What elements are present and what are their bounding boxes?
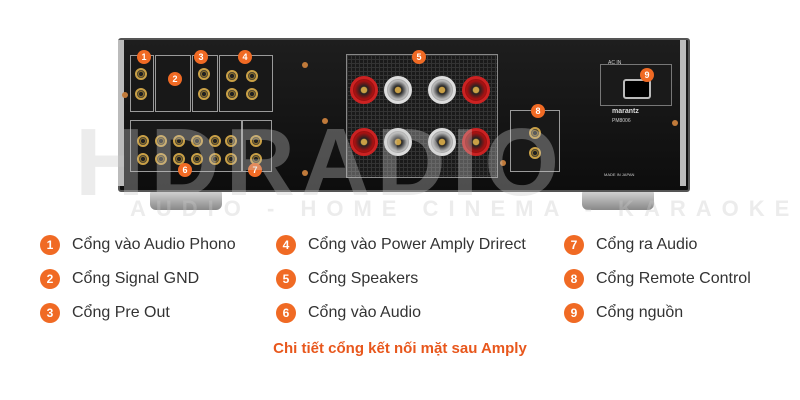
- speaker-terminal: [384, 128, 412, 156]
- brand-logo: marantz: [612, 108, 639, 115]
- left-foot: [150, 188, 222, 210]
- number-badge: 9: [564, 303, 584, 323]
- legend-item: 2 Cổng Signal GND: [40, 268, 199, 290]
- speaker-terminal-block: [346, 54, 498, 178]
- ac-in-label: AC IN: [608, 60, 622, 66]
- marker-5: 5: [412, 50, 426, 64]
- legend-text: Cổng Speakers: [308, 270, 419, 287]
- right-foot: [582, 188, 654, 210]
- legend-text: Cổng vào Power Amply Drirect: [308, 236, 526, 253]
- marker-2: 2: [168, 72, 182, 86]
- right-trim: [680, 40, 686, 186]
- left-trim: [118, 40, 124, 186]
- marker-9: 9: [640, 68, 654, 82]
- number-badge: 1: [40, 235, 60, 255]
- legend-item: 1 Cổng vào Audio Phono: [40, 234, 236, 256]
- number-badge: 4: [276, 235, 296, 255]
- watermark-tagline: AUDIO - HOME CINEMA - KARAOKE: [130, 196, 800, 221]
- number-badge: 2: [40, 269, 60, 289]
- speaker-terminal: [384, 76, 412, 104]
- caption: Chi tiết cổng kết nối mặt sau Amply: [273, 340, 527, 357]
- marker-3: 3: [194, 50, 208, 64]
- marker-1: 1: [137, 50, 151, 64]
- marker-7: 7: [248, 163, 262, 177]
- speaker-terminal: [428, 128, 456, 156]
- legend-item: 4 Cổng vào Power Amply Drirect: [276, 234, 526, 256]
- speaker-terminal: [462, 76, 490, 104]
- legend-text: Cổng ra Audio: [596, 236, 698, 253]
- pre-out-block: [192, 55, 218, 112]
- marker-6: 6: [178, 163, 192, 177]
- amplifier-rear-panel: AC IN marantz PM8006 MADE IN JAPAN 1 2 3…: [75, 38, 800, 221]
- legend-item: 8 Cổng Remote Control: [564, 268, 751, 290]
- speaker-terminal: [462, 128, 490, 156]
- legend-text: Cổng nguồn: [596, 304, 684, 321]
- number-badge: 8: [564, 269, 584, 289]
- speaker-terminal: [428, 76, 456, 104]
- legend-text: Cổng Pre Out: [72, 304, 170, 321]
- legend-text: Cổng vào Audio: [308, 304, 421, 321]
- number-badge: 7: [564, 235, 584, 255]
- number-badge: 6: [276, 303, 296, 323]
- legend-item: 3 Cổng Pre Out: [40, 302, 170, 324]
- ac-inlet: [600, 64, 672, 106]
- legend-item: 6 Cổng vào Audio: [276, 302, 421, 324]
- remote-control-block: [510, 110, 560, 172]
- speaker-terminal: [350, 76, 378, 104]
- marker-4: 4: [238, 50, 252, 64]
- legend-text: Cổng Remote Control: [596, 270, 751, 287]
- made-in-label: MADE IN JAPAN: [604, 172, 635, 177]
- marker-8: 8: [531, 104, 545, 118]
- number-badge: 5: [276, 269, 296, 289]
- legend-text: Cổng Signal GND: [72, 270, 200, 287]
- legend-item: 5 Cổng Speakers: [276, 268, 418, 290]
- speaker-terminal: [350, 128, 378, 156]
- model-number: PM8006: [612, 118, 631, 124]
- number-badge: 3: [40, 303, 60, 323]
- legend-item: 9 Cổng nguồn: [564, 302, 683, 324]
- phono-input-block: [130, 55, 154, 112]
- legend-text: Cổng vào Audio Phono: [72, 236, 236, 253]
- power-amp-direct-block: [219, 55, 273, 112]
- legend-item: 7 Cổng ra Audio: [564, 234, 697, 256]
